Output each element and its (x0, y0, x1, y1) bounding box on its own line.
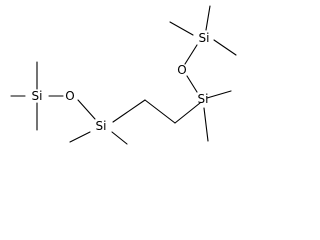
bond-si2-ch2 (112, 99, 146, 123)
bond-ch2-ch2 (144, 99, 176, 124)
bond-o2-si4 (184, 44, 198, 65)
bond-si3-methyl-bottom (203, 107, 209, 142)
bond-si3-o2 (186, 75, 198, 93)
bond-lines (10, 5, 237, 145)
bond-si3-methyl-right (206, 90, 232, 99)
atom-si-center-left: Si (96, 119, 107, 133)
bond-o1-si2 (77, 99, 96, 120)
atom-si-top-right: Si (199, 31, 210, 45)
atom-si-center-right: Si (198, 92, 209, 106)
bond-si4-methyl-left (169, 21, 194, 36)
atom-o-left: O (65, 89, 74, 103)
bond-ch2-si3 (174, 102, 201, 124)
bond-si4-methyl-top (205, 5, 211, 31)
bond-si2-methyl-right (111, 131, 128, 145)
bond-si4-methyl-right (213, 39, 237, 56)
bond-si2-methyl-left (69, 131, 91, 143)
molecule-structure: Si O Si Si O Si (10, 5, 237, 145)
atom-o-right: O (177, 63, 186, 77)
atom-si-left: Si (32, 89, 43, 103)
atom-labels: Si O Si Si O Si (32, 31, 210, 133)
